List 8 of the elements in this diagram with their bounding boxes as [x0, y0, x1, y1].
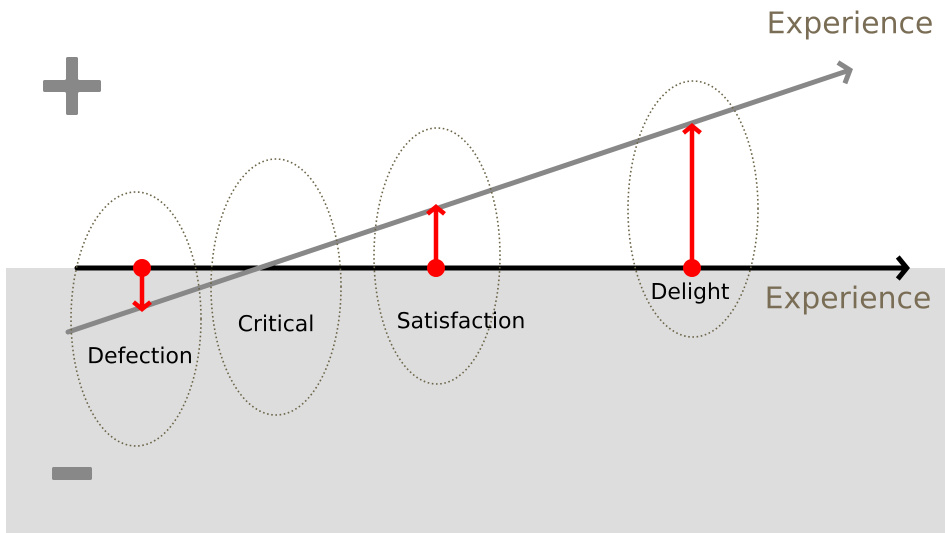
zone-label: Delight: [652, 282, 729, 304]
axis-label: Experience: [770, 10, 932, 40]
dotted-ellipse: [627, 80, 759, 338]
zone-label: Defection: [89, 346, 191, 364]
zone-label: Satisfaction: [398, 312, 524, 328]
dotted-ellipse: [70, 191, 202, 447]
zone-label: Critical: [238, 314, 312, 332]
dotted-ellipse: [210, 158, 342, 416]
